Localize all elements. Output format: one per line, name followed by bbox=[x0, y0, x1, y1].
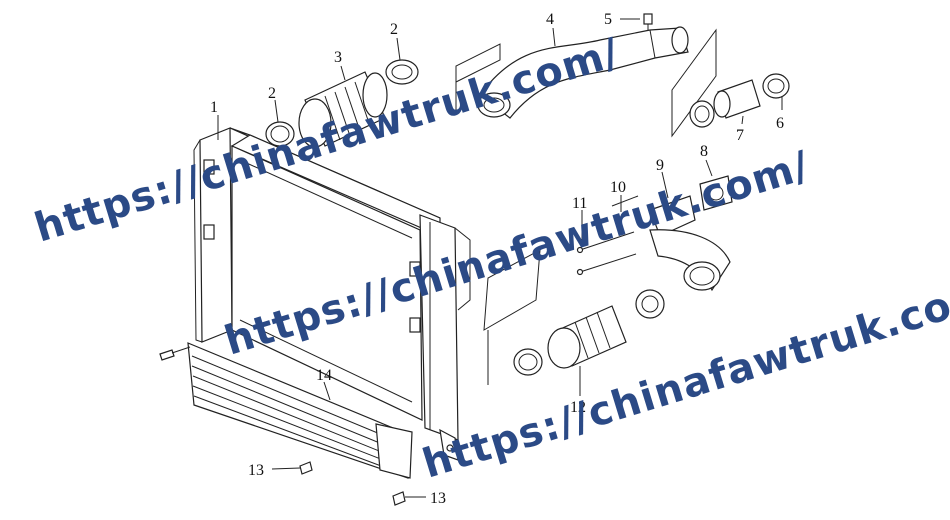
callout-labels: 1 2 2 3 4 5 6 7 8 9 10 11 12 13 13 14 bbox=[210, 11, 784, 507]
bolt-5 bbox=[643, 13, 653, 30]
callout-9: 9 bbox=[656, 157, 664, 174]
leader-lines bbox=[217, 18, 783, 498]
callout-10: 10 bbox=[610, 179, 626, 196]
elbow-pipe-with-gasket bbox=[649, 175, 733, 292]
callout-5: 5 bbox=[604, 11, 612, 28]
tie-rods bbox=[576, 195, 639, 276]
callout-1: 1 bbox=[210, 99, 218, 116]
callout-4: 4 bbox=[546, 11, 554, 28]
callout-12: 12 bbox=[570, 399, 586, 416]
hose-with-clamps-right bbox=[671, 28, 790, 138]
fastener-bolts bbox=[159, 346, 406, 506]
callout-6: 6 bbox=[776, 115, 784, 132]
callout-13-right: 13 bbox=[430, 490, 446, 507]
callout-7: 7 bbox=[736, 127, 744, 144]
lower-shroud-panel bbox=[187, 342, 413, 479]
callout-3: 3 bbox=[334, 49, 342, 66]
callout-2-left: 2 bbox=[268, 85, 276, 102]
watermark-text: https://chinafawtruk.com/ bbox=[417, 266, 950, 488]
watermarks: https://chinafawtruk.com/ https://chinaf… bbox=[29, 30, 950, 488]
upper-air-pipe bbox=[455, 26, 689, 119]
callout-14: 14 bbox=[316, 367, 332, 384]
callout-8: 8 bbox=[700, 143, 708, 160]
hose-with-clamps-left bbox=[265, 59, 419, 148]
callout-2-upper: 2 bbox=[390, 21, 398, 38]
hose-with-clamps-lower bbox=[483, 249, 665, 385]
callout-11: 11 bbox=[572, 195, 587, 212]
intercooler-radiator bbox=[193, 127, 471, 461]
callout-13-left: 13 bbox=[248, 462, 264, 479]
